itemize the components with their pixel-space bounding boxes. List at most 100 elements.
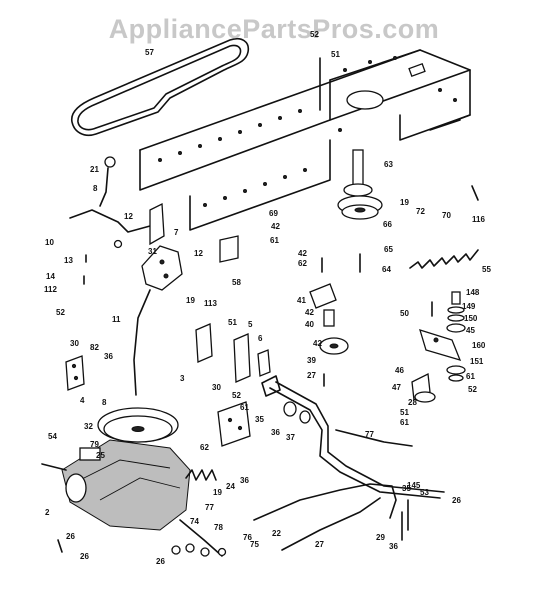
callout-label: 61 [466,372,475,381]
callout-label: 57 [145,48,154,57]
callout-label: 8 [102,398,107,407]
callout-label: 82 [90,343,99,352]
callout-label: 42 [313,339,322,348]
callout-label: 76 [243,533,252,542]
callout-label: 36 [240,476,249,485]
callout-label: 51 [228,318,237,327]
callout-label: 52 [232,391,241,400]
callout-label: 75 [250,540,259,549]
callout-label: 35 [402,484,411,493]
plate-52 [65,355,85,391]
callout-label: 7 [174,228,179,237]
callout-label: 26 [156,557,165,566]
callout-label: 160 [472,341,486,350]
callout-label: 40 [305,320,314,329]
callout-label: 13 [64,256,73,265]
callout-label: 77 [365,430,374,439]
callout-label: 78 [214,523,223,532]
callout-label: 116 [472,215,485,224]
callout-label: 10 [45,238,54,247]
callout-label: 46 [395,366,404,375]
callout-label: 8 [93,184,98,193]
callout-label: 12 [124,212,133,221]
callout-label: 24 [226,482,235,491]
callout-label: 19 [400,198,409,207]
callout-label: 4 [80,396,85,405]
callout-label: 12 [194,249,203,258]
callout-label: 77 [205,503,214,512]
callout-label: 74 [190,517,199,526]
brake-rod [253,483,397,551]
callout-label: 145 [407,481,421,490]
callout-label: 62 [200,443,209,452]
callout-label: 39 [307,356,316,365]
callout-label: 79 [90,440,99,449]
callout-label: 29 [376,533,385,542]
callout-label: 61 [240,403,249,412]
callout-label: 21 [90,165,99,174]
callout-label: 51 [400,408,409,417]
callout-label: 51 [331,50,340,59]
bracket-51 [195,323,271,383]
callout-label: 42 [305,308,314,317]
callout-label: 41 [297,296,306,305]
clutch-linkage [261,375,445,499]
callout-label: 27 [315,540,324,549]
callout-label: 11 [112,315,121,324]
washer-set [171,543,227,557]
callout-label: 148 [466,288,480,297]
callout-label: 149 [462,302,476,311]
callout-label: 32 [84,422,93,431]
callout-label: 151 [470,357,484,366]
callout-label: 36 [271,428,280,437]
extension-spring [409,249,479,269]
callout-label: 52 [468,385,477,394]
shift-lever [69,156,151,249]
callout-label: 36 [104,352,113,361]
callout-label: 31 [148,247,157,256]
callout-label: 37 [286,433,295,442]
callout-label: 30 [70,339,79,348]
callout-label: 25 [96,451,105,460]
callout-label: 52 [56,308,65,317]
callout-label: 28 [408,398,417,407]
callout-label: 26 [452,496,461,505]
idler-pulley [309,283,349,355]
callout-label: 2 [45,508,50,517]
callout-label: 14 [46,272,55,281]
callout-label: 35 [255,415,264,424]
callout-label: 112 [44,285,57,294]
callout-label: 113 [204,299,217,308]
idler-arm [411,329,462,403]
callout-label: 30 [212,383,221,392]
callout-label: 63 [384,160,393,169]
callout-label: 50 [400,309,409,318]
bracket-7 [141,245,183,291]
callout-label: 47 [392,383,401,392]
bracket-31 [149,202,165,246]
watermark: AppliancePartsPros.com [108,14,440,44]
callout-label: 26 [80,552,89,561]
transmission-pulley [97,407,179,443]
callout-label: 150 [464,314,478,323]
callout-label: 72 [416,207,425,216]
callout-label: 26 [66,532,75,541]
bolts [57,57,479,553]
callout-label: 55 [482,265,491,274]
callout-label: 64 [382,265,391,274]
control-rod [133,289,151,396]
callout-label: 19 [213,488,222,497]
spring-25 [185,469,217,481]
bracket-58 [219,235,239,263]
callout-label: 65 [384,245,393,254]
spindle-pulley [337,149,383,220]
callout-label: 27 [307,371,316,380]
callout-label: 61 [400,418,409,427]
callout-label: 52 [310,30,319,39]
callout-label: 6 [258,334,263,343]
callout-label: 66 [383,220,392,229]
callout-label: 62 [298,259,307,268]
spacer-stack [446,291,466,382]
callout-label: 54 [48,432,57,441]
callout-label: 61 [270,236,279,245]
